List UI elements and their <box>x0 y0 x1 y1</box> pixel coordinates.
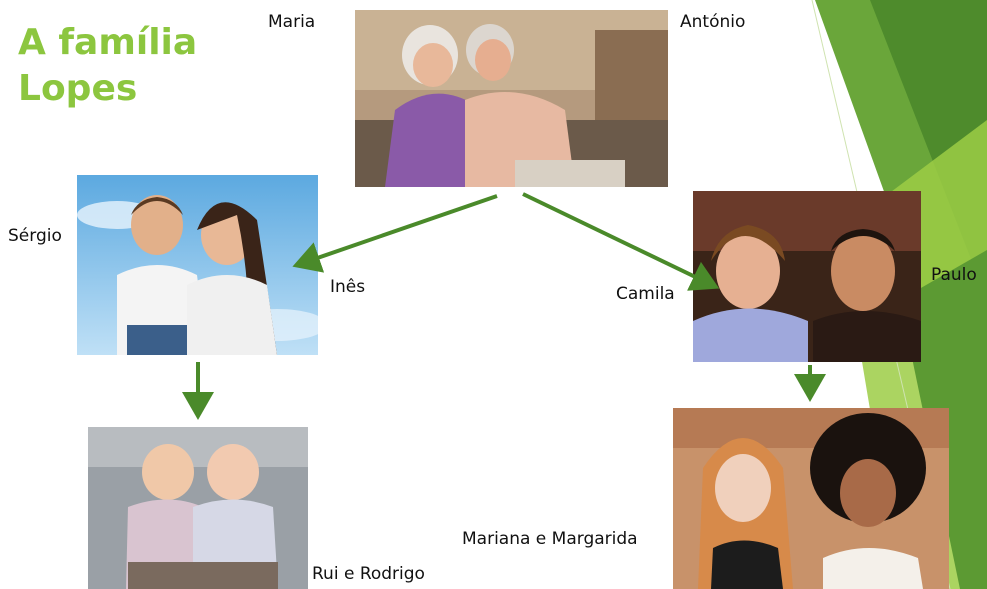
photo-mariana-margarida <box>673 408 949 589</box>
label-ines: Inês <box>330 277 366 297</box>
label-antonio: António <box>680 12 746 32</box>
arrow-to-ines <box>292 194 498 273</box>
label-sergio: Sérgio <box>8 226 62 246</box>
label-maria: Maria <box>268 12 316 32</box>
label-mariana-margarida: Mariana e Margarida <box>462 529 638 549</box>
label-paulo: Paulo <box>931 265 977 285</box>
title-line-1: A família <box>18 22 198 63</box>
photo-camila-paulo <box>693 191 921 362</box>
photo-sergio-ines <box>77 175 318 355</box>
photo-rui-rodrigo <box>88 427 308 589</box>
arrow-to-camila <box>522 192 720 291</box>
label-rui-rodrigo: Rui e Rodrigo <box>312 564 425 584</box>
title-line-2: Lopes <box>18 68 138 109</box>
label-camila: Camila <box>616 284 675 304</box>
photo-maria-antonio <box>355 10 668 187</box>
page-title: A família Lopes <box>18 20 218 112</box>
